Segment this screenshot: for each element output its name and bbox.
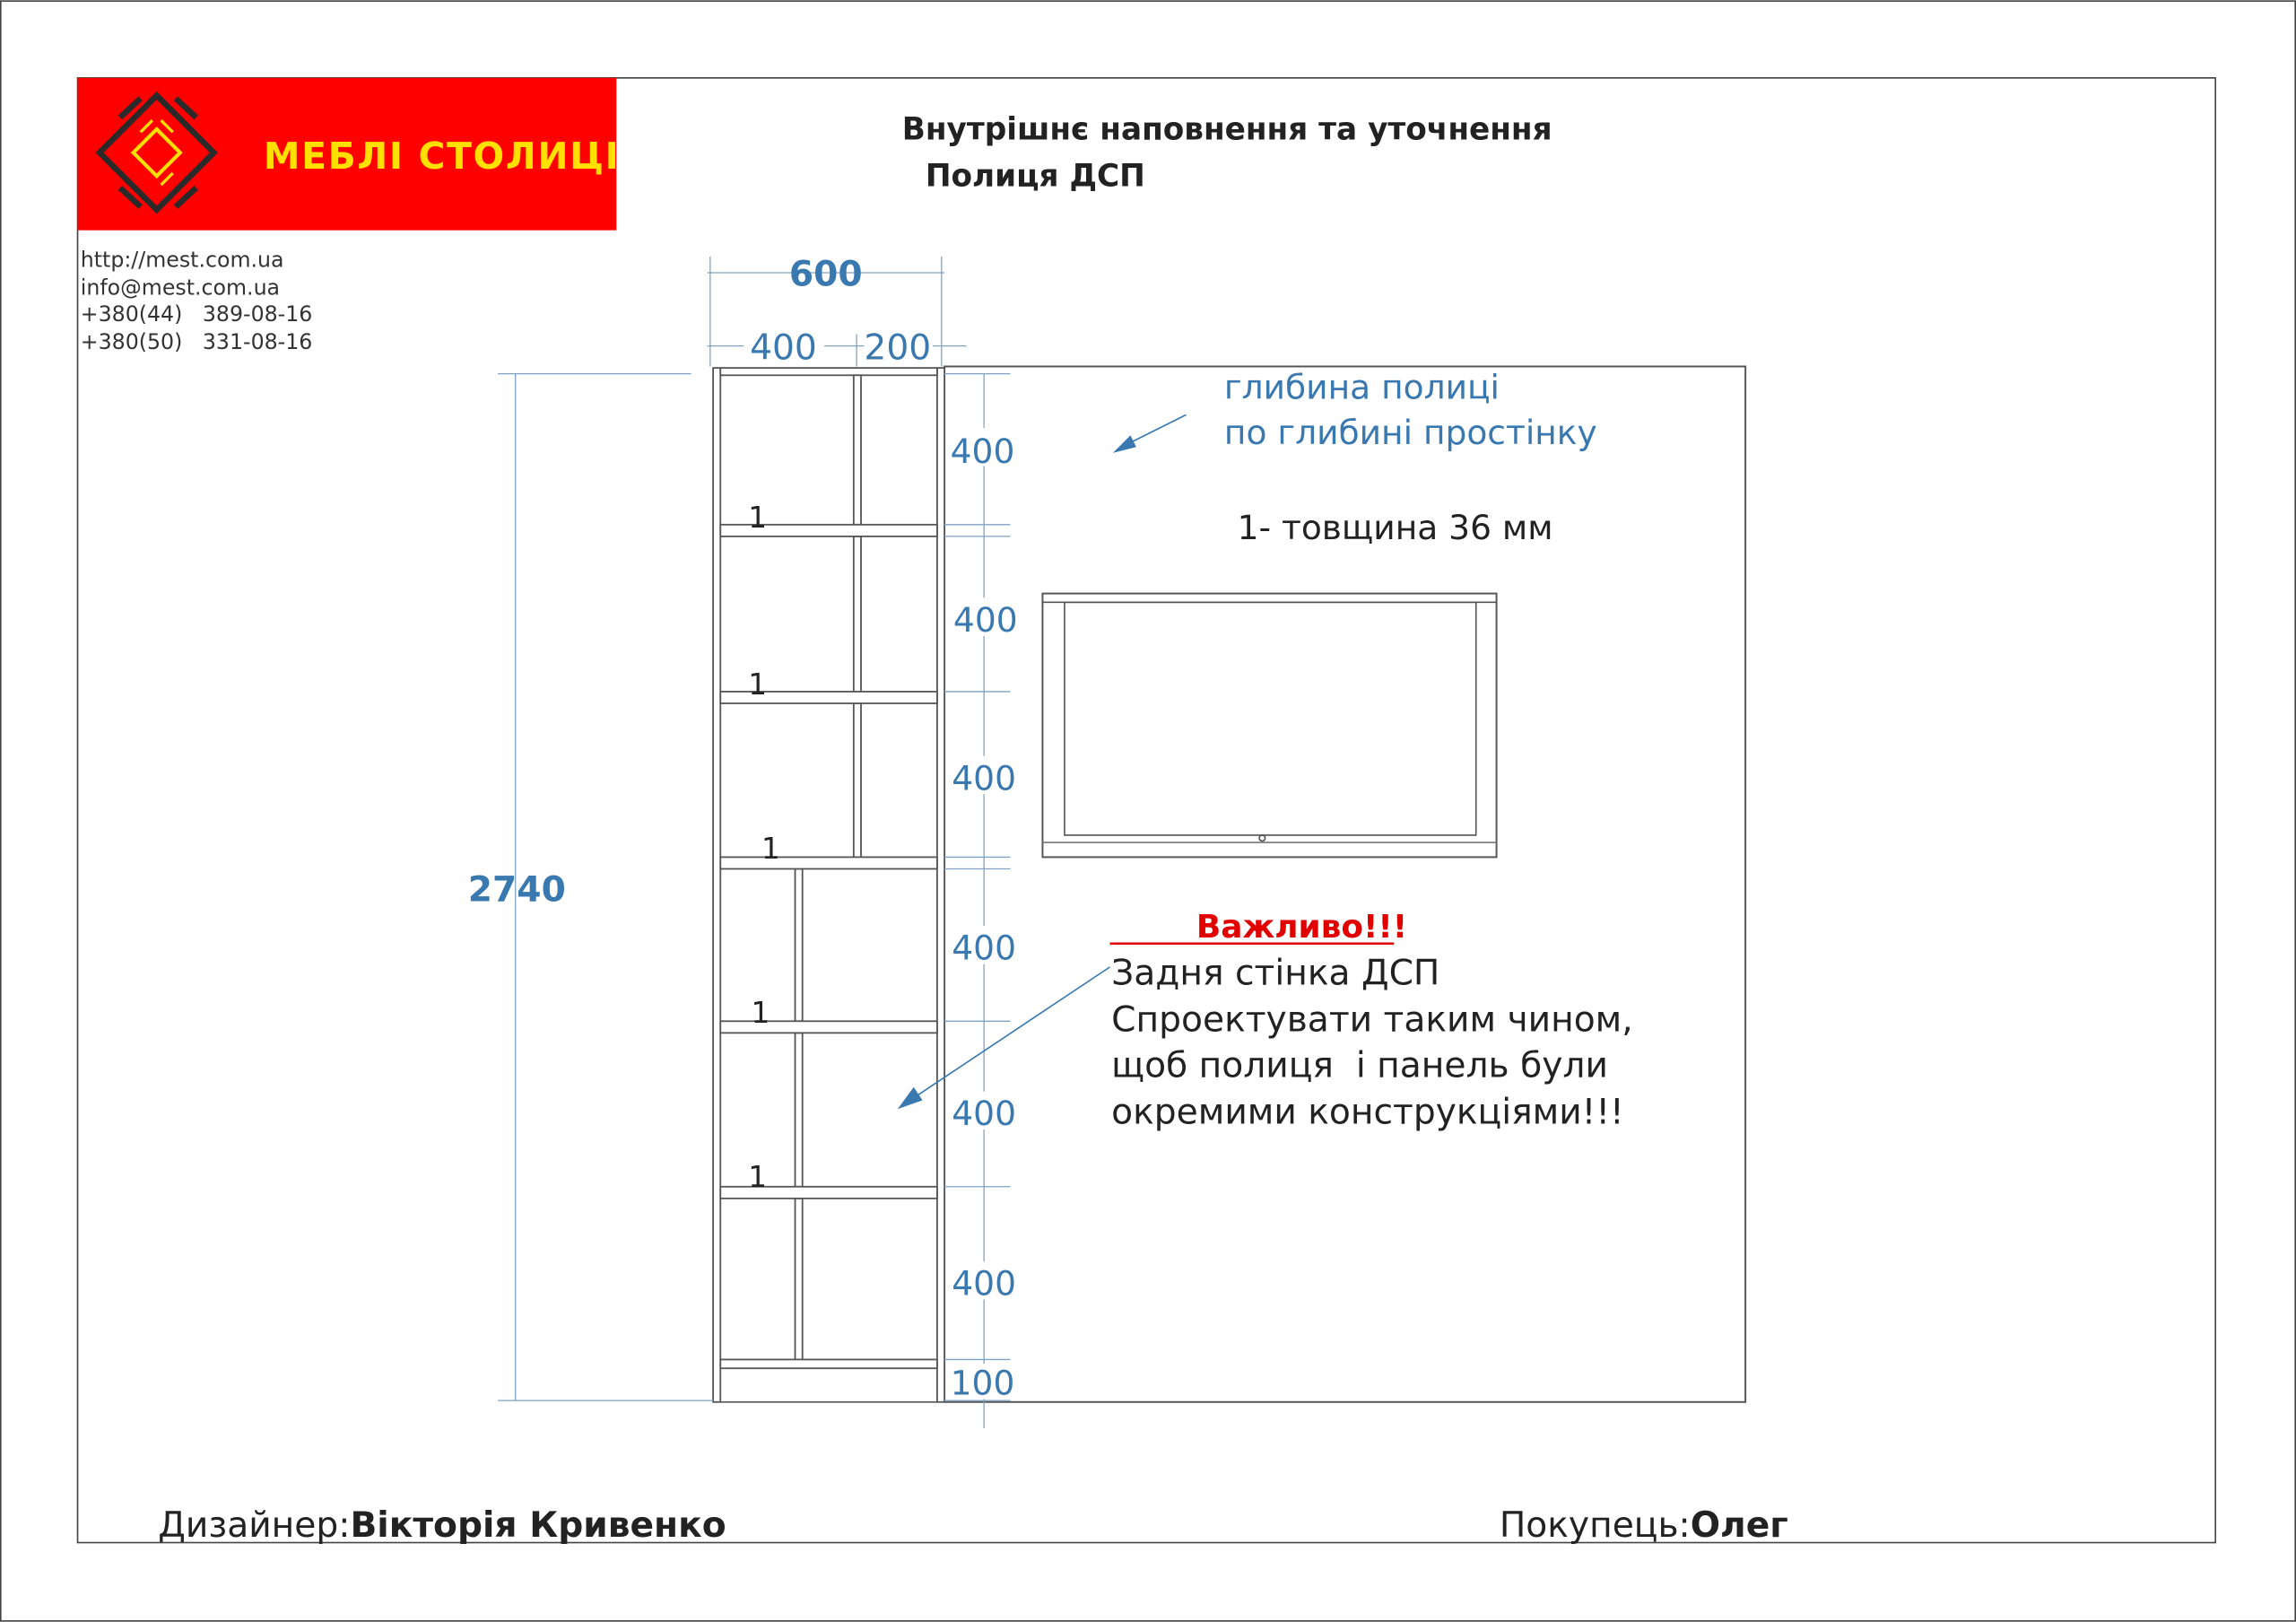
dim-total-width: 600 [789, 255, 863, 295]
contact-email: info@mest.com.ua [81, 275, 280, 300]
designer-name: Вікторія Кривенко [350, 1505, 726, 1546]
dim-section: 400 [953, 600, 1018, 640]
dim-total-height: 2740 [468, 869, 566, 910]
logo-text: МЕБЛІ СТОЛИЦІ [264, 135, 621, 178]
tv-panel [1041, 592, 1498, 859]
dim-section: 400 [952, 1264, 1016, 1304]
important-line: щоб полиця і панель були [1111, 1045, 1608, 1086]
depth-note: глибина полиці по глибині простінку [1112, 367, 1597, 453]
dimension-labels: 600 400 200 2740 400 400 400 400 400 400… [468, 255, 1018, 1403]
customer-name: Олег [1691, 1505, 1788, 1546]
shelf-label: 1 [748, 501, 767, 535]
dimension-lines [498, 257, 1011, 1429]
page-title: Внутрішнє наповнення та уточнення [902, 111, 1552, 147]
depth-note-line2: по глибині простінку [1224, 413, 1597, 452]
page-subtitle: Полиця ДСП [926, 159, 1145, 195]
shelf-labels: 1 1 1 1 1 [748, 501, 779, 1194]
shelf-label: 1 [761, 832, 780, 866]
dim-section: 400 [952, 929, 1016, 968]
designer-label: Дизайнер: [158, 1505, 350, 1546]
dim-section: 400 [952, 1094, 1016, 1133]
depth-note-line1: глибина полиці [1224, 367, 1500, 406]
inner-frame [76, 77, 2217, 1544]
important-line: окремими конструкціями!!! [1111, 1093, 1624, 1133]
dim-width-right: 200 [864, 327, 931, 368]
shelf-unit [712, 367, 945, 1403]
thickness-note: 1- товщина 36 мм [1238, 508, 1553, 547]
logo-diamond-icon [95, 91, 218, 214]
designer: Дизайнер:Вікторія Кривенко [158, 1505, 726, 1546]
dim-section: 400 [952, 758, 1016, 798]
dim-section: 400 [951, 432, 1015, 471]
important-note: Важливо!!! Задня стінка ДСП Спроектувати… [897, 909, 1633, 1133]
important-title: Важливо!!! [1196, 909, 1407, 946]
brand-logo: МЕБЛІ СТОЛИЦІ [77, 77, 621, 231]
dim-width-left: 400 [750, 327, 817, 368]
contact-phone-2: +380(50) 331-08-16 [81, 329, 313, 354]
contacts: http://mest.com.ua info@mest.com.ua +380… [81, 247, 313, 353]
customer-label: Покупець: [1500, 1505, 1691, 1546]
arrow-icon [1112, 435, 1136, 453]
arrow-icon [897, 1086, 923, 1110]
customer: Покупець:Олег [1500, 1505, 1788, 1546]
shelf-label: 1 [748, 667, 767, 702]
shelf-label: 1 [752, 996, 770, 1030]
contact-phone-1: +380(44) 389-08-16 [81, 301, 313, 327]
contact-website: http://mest.com.ua [81, 247, 284, 272]
shelf-label: 1 [748, 1160, 767, 1194]
important-line: Спроектувати таким чином, [1111, 1000, 1633, 1041]
important-line: Задня стінка ДСП [1111, 953, 1439, 993]
dim-plinth: 100 [951, 1364, 1015, 1403]
